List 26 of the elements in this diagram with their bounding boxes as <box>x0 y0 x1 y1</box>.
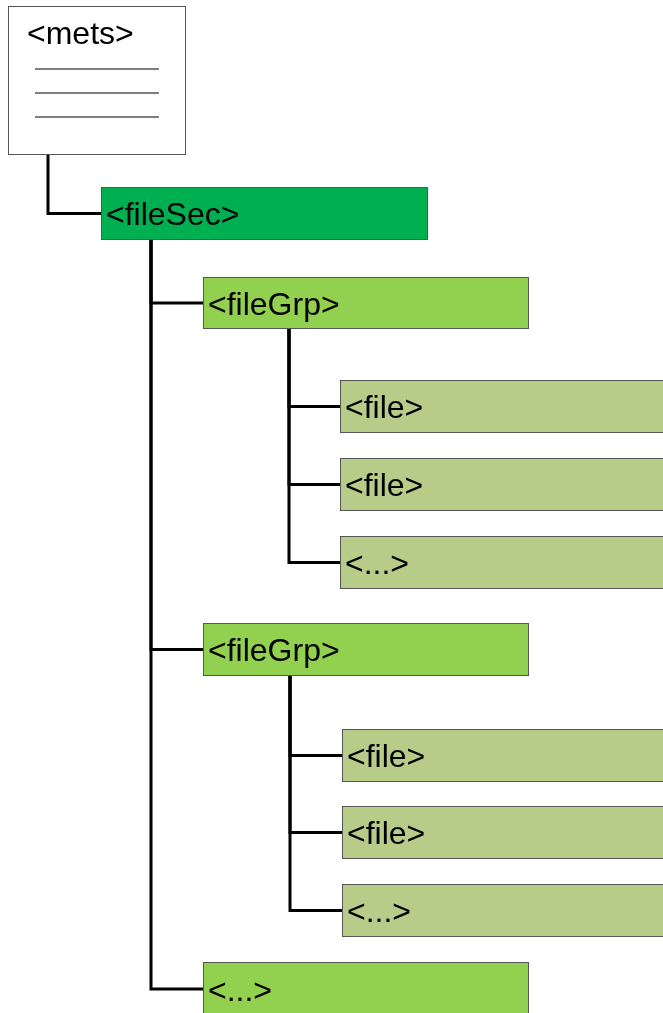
element-tag: <file> <box>347 807 426 860</box>
element-box <box>101 187 428 240</box>
connector-line <box>46 155 101 215</box>
element-tag: <...> <box>345 537 410 590</box>
element-tag: <...> <box>347 885 412 938</box>
element-box <box>340 536 663 589</box>
element-box <box>340 458 663 511</box>
element-box <box>342 884 663 937</box>
element-tag: <fileGrp> <box>208 624 340 677</box>
element-tag: <file> <box>347 730 426 783</box>
element-tag: <file> <box>345 381 424 434</box>
element-box <box>203 962 529 1013</box>
element-box <box>340 380 663 433</box>
element-tag: <fileGrp> <box>208 278 340 330</box>
element-box <box>342 806 663 859</box>
connector-line <box>287 329 340 564</box>
element-box <box>203 623 529 676</box>
element-box <box>342 729 663 782</box>
document-box <box>8 6 186 155</box>
element-tag: <file> <box>345 459 424 512</box>
element-box <box>203 277 529 329</box>
element-tag: <...> <box>208 960 273 1013</box>
element-tag: <mets> <box>27 13 134 53</box>
element-tag: <fileSec> <box>106 188 240 241</box>
connector-line <box>149 240 203 991</box>
connector-line <box>288 676 342 912</box>
